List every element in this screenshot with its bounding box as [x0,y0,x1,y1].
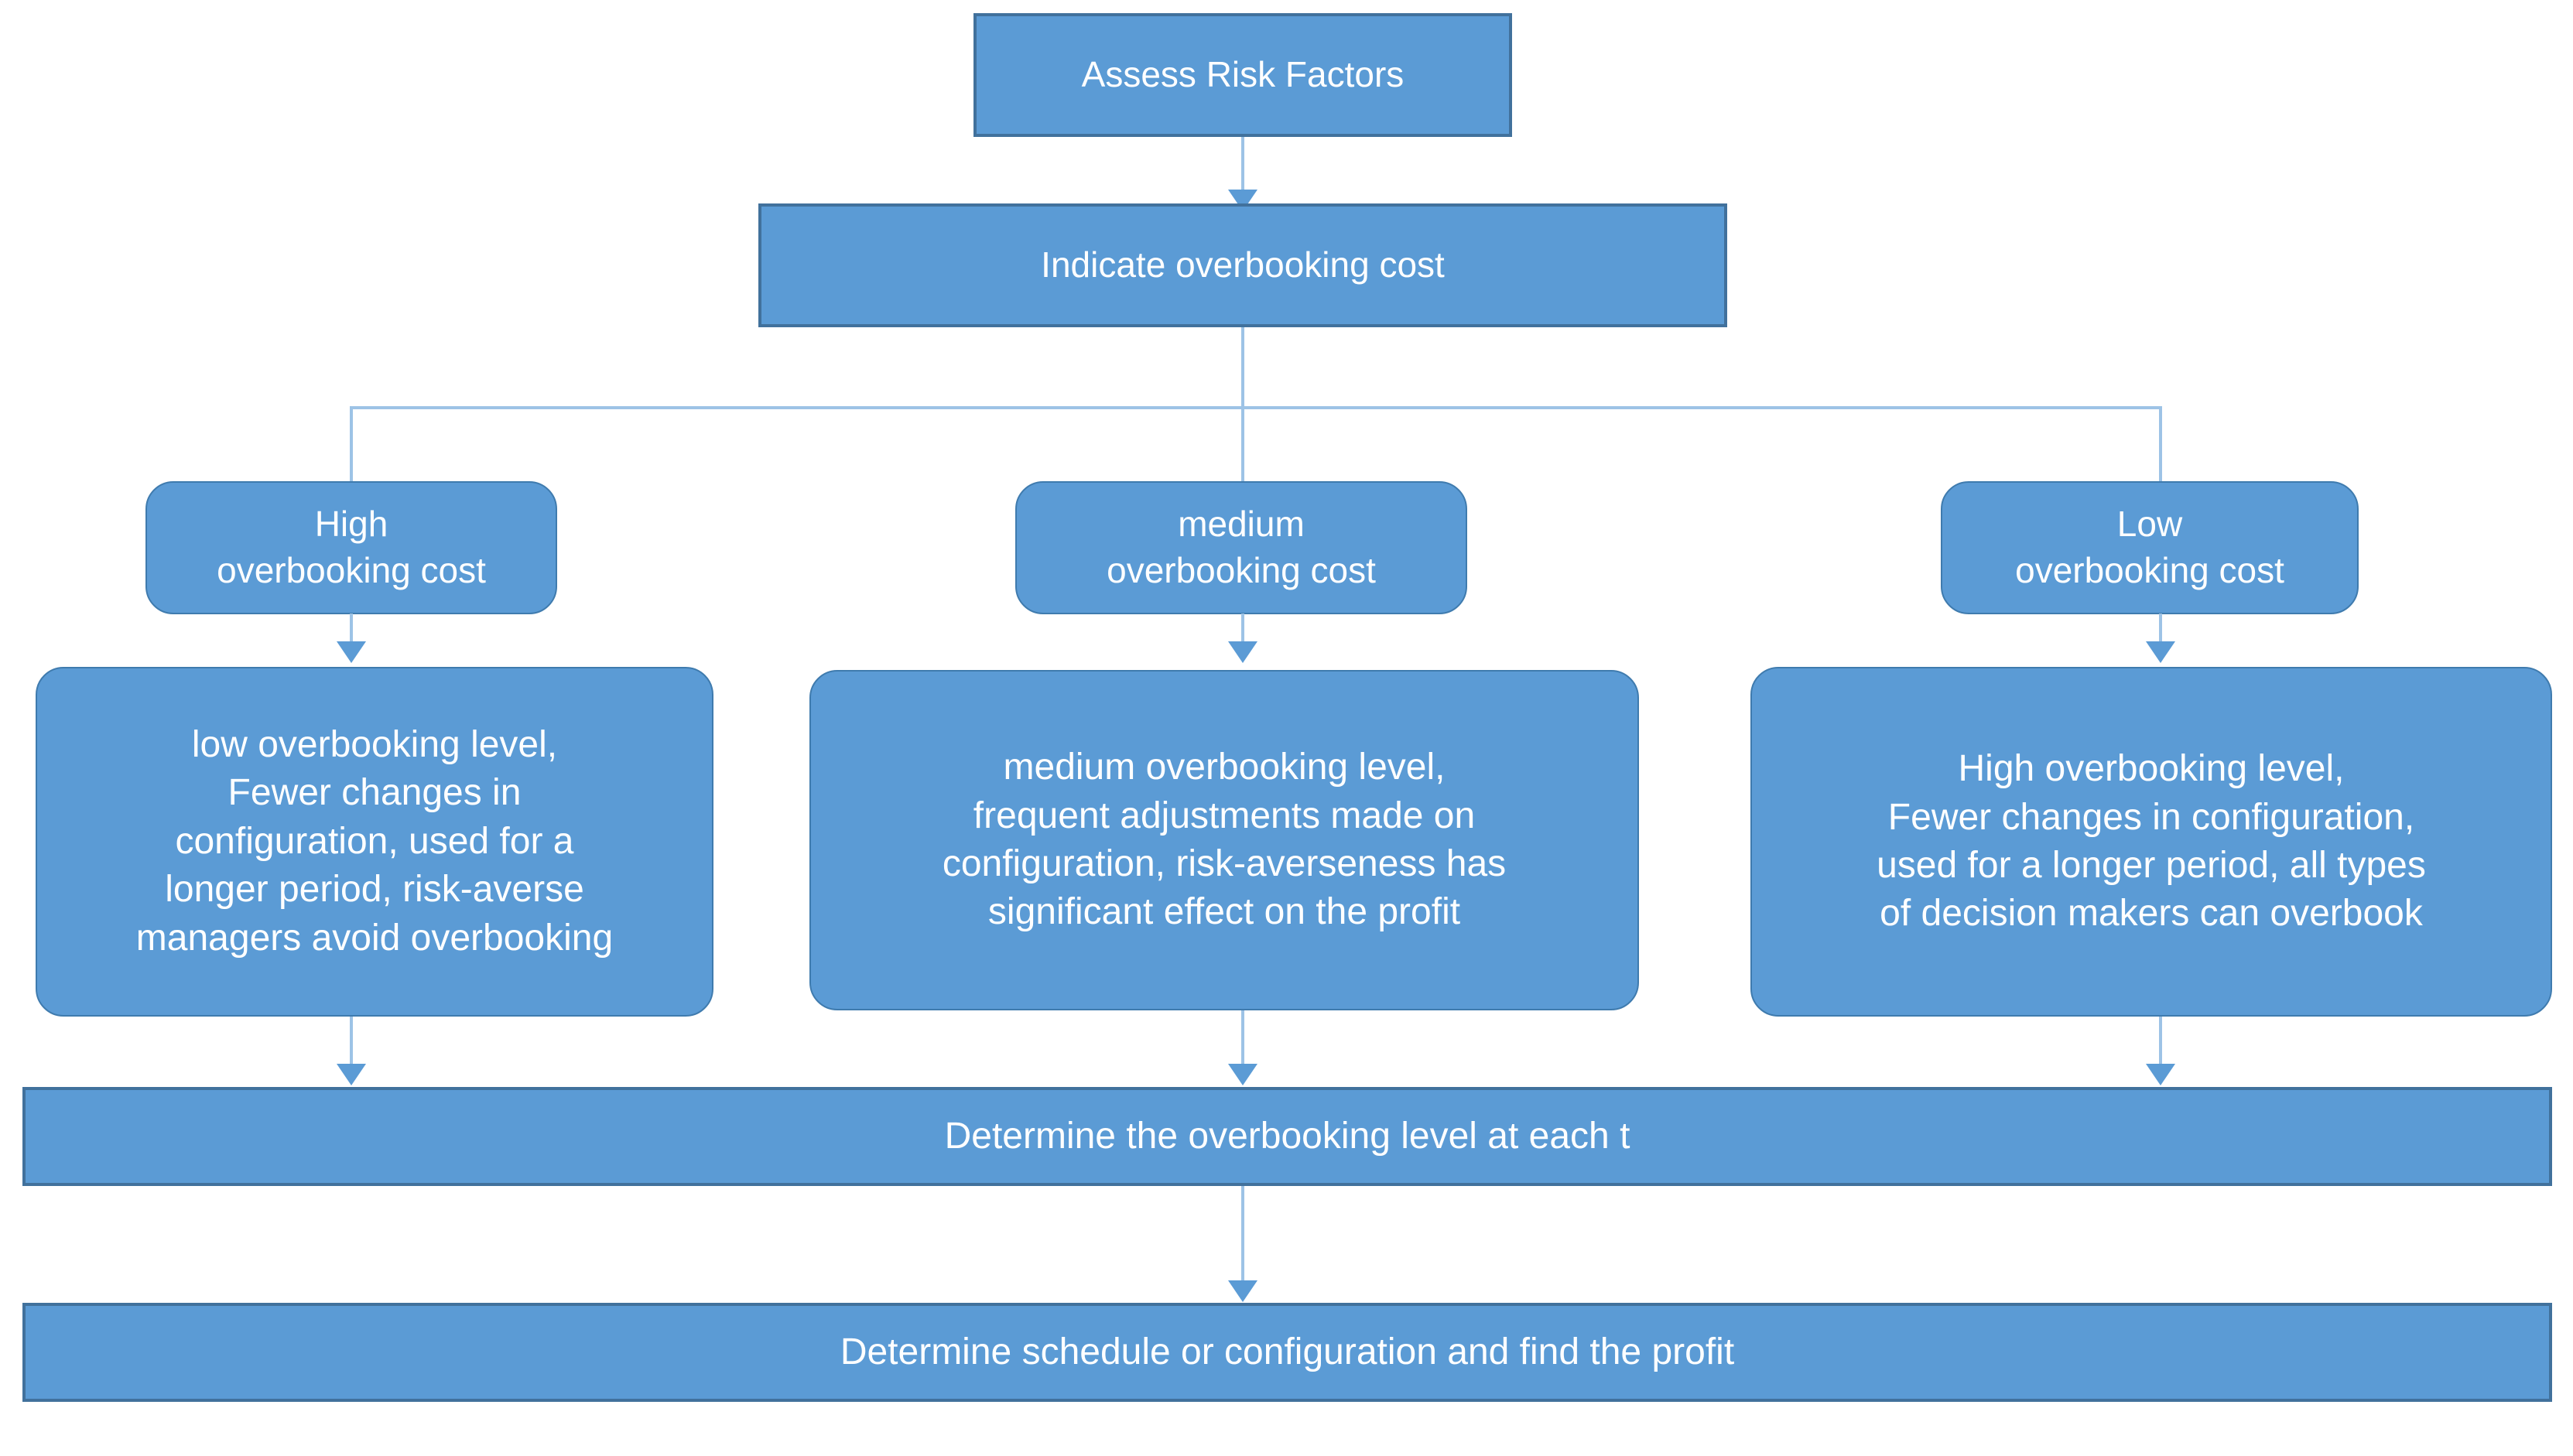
connector-determine-level-to-schedule [1241,1186,1244,1285]
connector-assess-to-indicate [1241,137,1244,197]
node-assess-risk-factors[interactable]: Assess Risk Factors [973,13,1512,137]
connector-low-to-detail [2159,614,2162,648]
arrowhead-determine-schedule [1228,1280,1257,1302]
arrowhead-medium-detail [1228,641,1257,663]
node-determine-schedule-profit[interactable]: Determine schedule or configuration and … [22,1303,2552,1402]
node-label: Determine schedule or configuration and … [840,1331,1735,1372]
arrowhead-detail-low-determine [2146,1064,2175,1085]
connector-branch-bus [350,406,2162,409]
node-label: High overbooking cost [217,504,486,590]
node-low-overbooking-cost[interactable]: Low overbooking cost [1941,481,2359,614]
connector-medium-to-detail [1241,614,1244,648]
connector-bus-to-low [2159,406,2162,499]
connector-high-to-detail [350,614,353,648]
node-detail-medium-cost[interactable]: medium overbooking level, frequent adjus… [809,670,1639,1010]
node-indicate-overbooking-cost[interactable]: Indicate overbooking cost [758,203,1727,327]
node-label: Low overbooking cost [2015,504,2284,590]
node-label: low overbooking level, Fewer changes in … [135,724,614,959]
node-high-overbooking-cost[interactable]: High overbooking cost [145,481,557,614]
node-detail-high-cost[interactable]: low overbooking level, Fewer changes in … [36,667,713,1017]
connector-indicate-to-bus [1241,327,1244,409]
arrowhead-detail-high-determine [337,1064,366,1085]
node-medium-overbooking-cost[interactable]: medium overbooking cost [1015,481,1467,614]
node-label: Indicate overbooking cost [1041,244,1445,285]
node-label: High overbooking level, Fewer changes in… [1877,748,2426,935]
node-label: Assess Risk Factors [1081,54,1405,95]
node-detail-low-cost[interactable]: High overbooking level, Fewer changes in… [1750,667,2552,1017]
connector-detail-high-to-determine [350,1017,353,1068]
arrowhead-high-detail [337,641,366,663]
node-label: medium overbooking level, frequent adjus… [942,747,1507,933]
arrowhead-detail-medium-determine [1228,1064,1257,1085]
connector-bus-to-high [350,406,353,499]
connector-detail-low-to-determine [2159,1017,2162,1068]
arrowhead-low-detail [2146,641,2175,663]
node-label: medium overbooking cost [1107,504,1376,590]
node-label: Determine the overbooking level at each … [944,1115,1630,1157]
node-determine-overbooking-level[interactable]: Determine the overbooking level at each … [22,1087,2552,1186]
connector-bus-to-medium [1241,406,1244,499]
connector-detail-medium-to-determine [1241,1010,1244,1068]
